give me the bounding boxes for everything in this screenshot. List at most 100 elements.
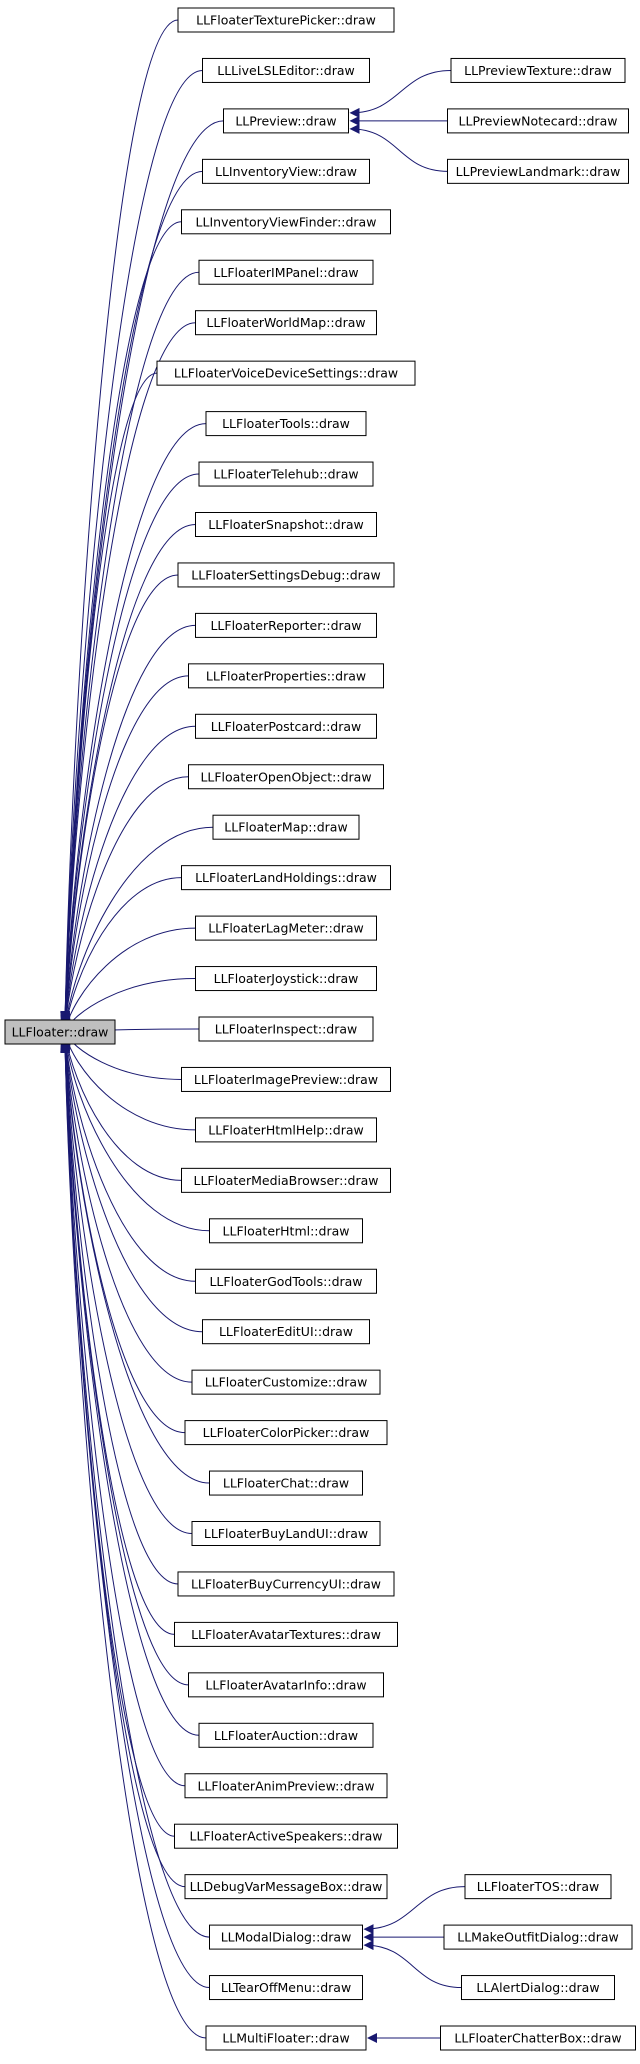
node-label: LLFloaterTOS::draw — [477, 1879, 599, 1894]
node-llfloaterhtmlhelp-draw[interactable]: LLFloaterHtmlHelp::draw — [195, 1117, 377, 1143]
node-box — [202, 158, 370, 184]
edge-lllivelsleditor-draw — [60, 69, 203, 1022]
node-llfloatergodtools-draw[interactable]: LLFloaterGodTools::draw — [195, 1268, 377, 1294]
node-llfloaterlandholdings-draw[interactable]: LLFloaterLandHoldings::draw — [181, 865, 391, 891]
node-label: LLFloaterChatterBox::draw — [454, 2031, 621, 2046]
node-llfloatermap-draw[interactable]: LLFloaterMap::draw — [212, 814, 360, 840]
node-llfloaterpostcard-draw[interactable]: LLFloaterPostcard::draw — [195, 713, 377, 739]
node-llalertdialog-draw[interactable]: LLAlertDialog::draw — [461, 1975, 615, 2001]
node-box — [177, 1571, 395, 1597]
node-llfloaterimpanel-draw[interactable]: LLFloaterIMPanel::draw — [198, 259, 374, 285]
node-llfloaterlagmeter-draw[interactable]: LLFloaterLagMeter::draw — [195, 915, 377, 941]
node-box — [184, 1773, 388, 1799]
node-llfloaterchatterbox-draw[interactable]: LLFloaterChatterBox::draw — [440, 2025, 636, 2051]
node-llfloaterhtml-draw[interactable]: LLFloaterHtml::draw — [209, 1218, 363, 1244]
edge-llinventoryview-draw — [60, 170, 203, 1023]
node-box — [205, 411, 367, 437]
node-llfloaterinspect-draw[interactable]: LLFloaterInspect::draw — [198, 1016, 374, 1042]
edge-llfloatercustomize-draw — [60, 1035, 193, 1383]
node-box — [447, 158, 629, 184]
node-label: LLLiveLSLEditor::draw — [217, 63, 354, 78]
node-label: LLPreview::draw — [235, 113, 336, 128]
edge-llfloaterbuylandui-draw — [60, 1037, 193, 1534]
node-llfloateravatartextures-draw[interactable]: LLFloaterAvatarTextures::draw — [174, 1621, 398, 1647]
edge-llfloaterauction-draw — [60, 1039, 200, 1736]
edge-llfloatergodtools-draw — [60, 1033, 196, 1282]
node-label: LLFloaterSnapshot::draw — [208, 517, 363, 532]
node-llfloateractivespeakers-draw[interactable]: LLFloaterActiveSpeakers::draw — [174, 1823, 398, 1849]
node-llfloaterauction-draw[interactable]: LLFloaterAuction::draw — [198, 1722, 374, 1748]
node-llinventoryviewfinder-draw[interactable]: LLInventoryViewFinder::draw — [181, 209, 391, 235]
node-llpreview-draw[interactable]: LLPreview::draw — [223, 108, 349, 134]
node-label: LLDebugVarMessageBox::draw — [190, 1879, 383, 1894]
node-box — [181, 1167, 391, 1193]
node-box — [202, 57, 370, 83]
node-box — [184, 1874, 388, 1900]
node-llfloatertexturepicker-draw[interactable]: LLFloaterTexturePicker::draw — [177, 7, 395, 33]
node-llfloaterreporter-draw[interactable]: LLFloaterReporter::draw — [195, 612, 377, 638]
node-llinventoryview-draw[interactable]: LLInventoryView::draw — [202, 158, 370, 184]
node-lllivelsleditor-draw[interactable]: LLLiveLSLEditor::draw — [202, 57, 370, 83]
node-root[interactable]: LLFloater::draw — [4, 1019, 116, 1045]
node-box — [188, 764, 384, 790]
edge-llfloaterhtml-draw — [61, 1033, 210, 1232]
node-llfloatercolorpicker-draw[interactable]: LLFloaterColorPicker::draw — [184, 1420, 388, 1446]
node-lltearoffmenu-draw[interactable]: LLTearOffMenu::draw — [209, 1975, 363, 2001]
node-llfloaterbuycurrencyui-draw[interactable]: LLFloaterBuyCurrencyUI::draw — [177, 1571, 395, 1597]
edge-llfloatereditui-draw — [60, 1034, 203, 1333]
edge-llinventoryviewfinder-draw — [60, 221, 182, 1024]
edge-llfloatermap-draw — [61, 826, 214, 1031]
node-box — [212, 814, 360, 840]
node-box — [198, 1016, 374, 1042]
node-label: LLFloaterHtmlHelp::draw — [208, 1122, 363, 1137]
node-box — [450, 57, 626, 83]
node-box — [195, 915, 377, 941]
node-llfloatermediabrowser-draw[interactable]: LLFloaterMediaBrowser::draw — [181, 1167, 391, 1193]
node-label: LLFloaterGodTools::draw — [209, 1274, 362, 1289]
node-llfloatereditui-draw[interactable]: LLFloaterEditUI::draw — [202, 1319, 370, 1345]
node-llfloatercustomize-draw[interactable]: LLFloaterCustomize::draw — [191, 1369, 381, 1395]
node-llmultifloater-draw[interactable]: LLMultiFloater::draw — [205, 2025, 367, 2051]
edge-llfloaterproperties-draw — [60, 675, 189, 1029]
node-llfloatertos-draw[interactable]: LLFloaterTOS::draw — [464, 1874, 612, 1900]
node-label: LLFloaterMap::draw — [224, 820, 347, 835]
node-llfloaterproperties-draw[interactable]: LLFloaterProperties::draw — [188, 663, 384, 689]
node-llfloateravatarinfo-draw[interactable]: LLFloaterAvatarInfo::draw — [188, 1672, 384, 1698]
node-llfloaterimagepreview-draw[interactable]: LLFloaterImagePreview::draw — [181, 1066, 391, 1092]
node-llfloateranimpreview-draw[interactable]: LLFloaterAnimPreview::draw — [184, 1773, 388, 1799]
node-box — [188, 663, 384, 689]
node-box — [191, 1369, 381, 1395]
node-box — [174, 1823, 398, 1849]
node-box — [195, 612, 377, 638]
node-llfloateropenobject-draw[interactable]: LLFloaterOpenObject::draw — [188, 764, 384, 790]
node-label: LLMultiFloater::draw — [222, 2031, 349, 2046]
node-label: LLFloaterAnimPreview::draw — [197, 1778, 374, 1793]
node-box — [177, 7, 395, 33]
node-llpreviewtexture-draw[interactable]: LLPreviewTexture::draw — [450, 57, 626, 83]
node-lldebugvarmessagebox-draw[interactable]: LLDebugVarMessageBox::draw — [184, 1874, 388, 1900]
node-label: LLFloaterHtml::draw — [223, 1223, 350, 1238]
node-llfloaterbuylandui-draw[interactable]: LLFloaterBuyLandUI::draw — [191, 1521, 381, 1546]
node-llfloaterworldmap-draw[interactable]: LLFloaterWorldMap::draw — [195, 310, 377, 336]
node-llpreviewnotecard-draw[interactable]: LLPreviewNotecard::draw — [447, 108, 629, 134]
edge-llfloaterlandholdings-draw — [61, 877, 182, 1032]
node-llmakeoutfitdialog-draw[interactable]: LLMakeOutfitDialog::draw — [443, 1924, 633, 1950]
node-llfloatervoicedevicesettings-draw[interactable]: LLFloaterVoiceDeviceSettings::draw — [156, 360, 416, 386]
edge-llfloaterhtmlhelp-draw — [62, 1032, 196, 1131]
edge-llfloaterpostcard-draw — [60, 725, 196, 1030]
edge-llfloatertos-draw — [363, 1886, 466, 1935]
node-llfloatertools-draw[interactable]: LLFloaterTools::draw — [205, 411, 367, 437]
node-box — [440, 2025, 636, 2051]
node-box — [195, 512, 377, 537]
node-llmodaldialog-draw[interactable]: LLModalDialog::draw — [209, 1924, 363, 1950]
node-llfloatersettingsdebug-draw[interactable]: LLFloaterSettingsDebug::draw — [177, 562, 395, 588]
node-label: LLFloaterActiveSpeakers::draw — [189, 1829, 382, 1844]
node-llfloaterjoystick-draw[interactable]: LLFloaterJoystick::draw — [195, 966, 377, 992]
node-label: LLFloaterLandHoldings::draw — [195, 870, 377, 885]
node-label: LLPreviewTexture::draw — [464, 63, 612, 78]
node-llpreviewlandmark-draw[interactable]: LLPreviewLandmark::draw — [447, 158, 629, 184]
edge-llfloatermediabrowser-draw — [61, 1032, 182, 1181]
node-llfloatersnapshot-draw[interactable]: LLFloaterSnapshot::draw — [195, 512, 377, 537]
node-llfloaterchat-draw[interactable]: LLFloaterChat::draw — [209, 1470, 363, 1496]
node-llfloatertelehub-draw[interactable]: LLFloaterTelehub::draw — [198, 461, 374, 487]
